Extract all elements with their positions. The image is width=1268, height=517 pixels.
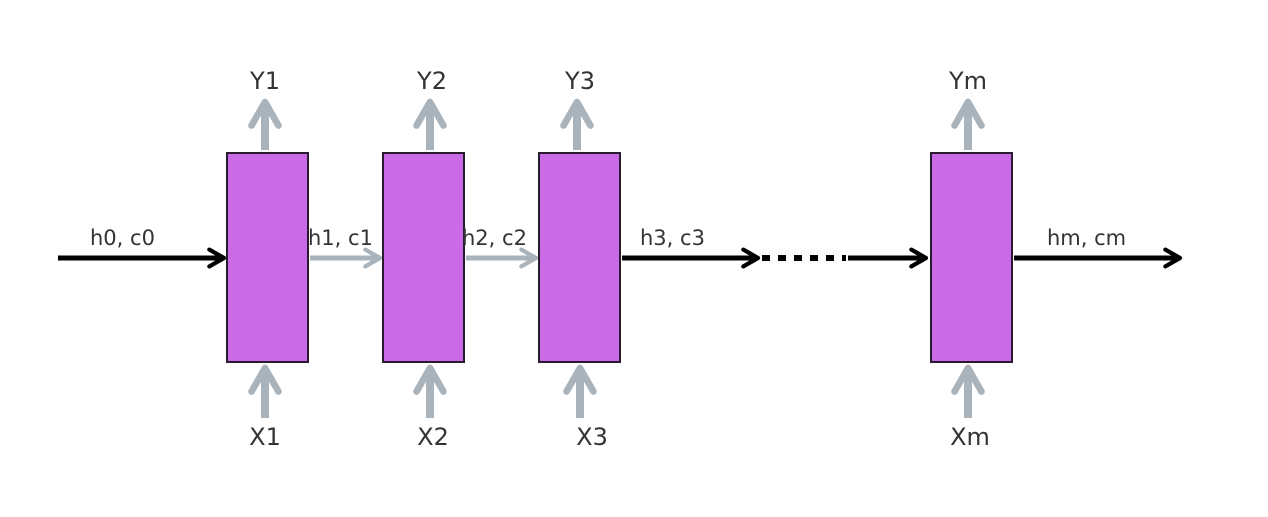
state-label-3: h3, c3 (640, 226, 705, 250)
output-label-m: Ym (948, 67, 987, 95)
input-label-2: X2 (417, 423, 449, 451)
state-label-2: h2, c2 (462, 226, 527, 250)
output-label-3: Y3 (564, 67, 595, 95)
state-label-1: h1, c1 (308, 226, 373, 250)
state-label-initial: h0, c0 (90, 226, 155, 250)
input-label-1: X1 (249, 423, 281, 451)
input-label-3: X3 (576, 423, 608, 451)
state-label-final: hm, cm (1047, 226, 1126, 250)
lstm-cell-2 (382, 152, 465, 363)
input-label-m: Xm (950, 423, 990, 451)
output-label-1: Y1 (249, 67, 280, 95)
output-label-2: Y2 (416, 67, 447, 95)
lstm-cell-3 (538, 152, 621, 363)
lstm-cell-m (930, 152, 1013, 363)
lstm-cell-1 (226, 152, 309, 363)
